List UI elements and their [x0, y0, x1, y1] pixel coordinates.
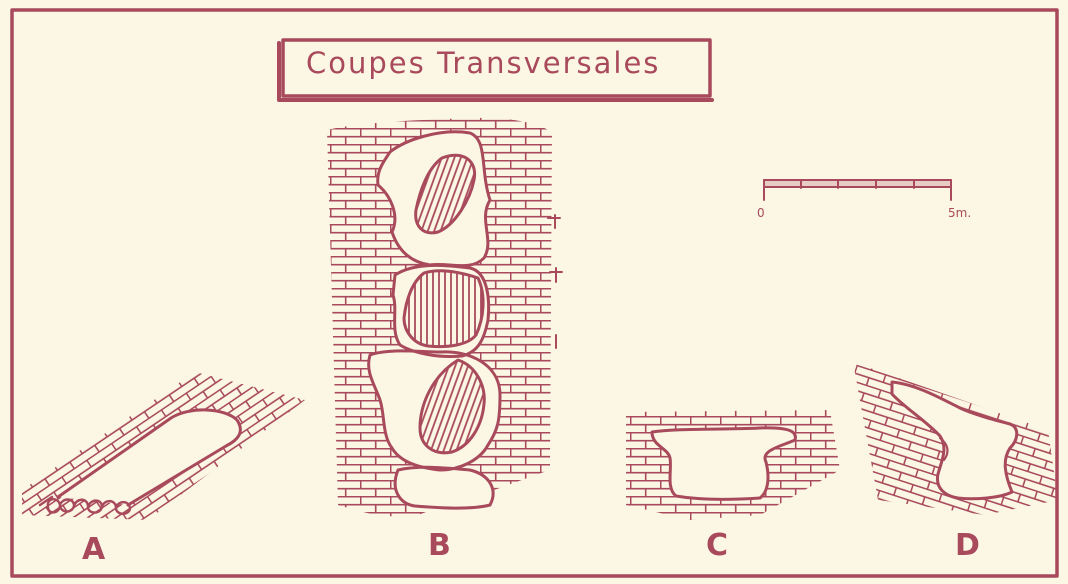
section-c-label: C: [706, 528, 729, 563]
section-d-drawing: [853, 362, 1058, 515]
section-a-label: A: [82, 532, 106, 567]
section-b-label: B: [428, 528, 451, 563]
diagram-title: Coupes Transversales: [306, 46, 661, 80]
section-a-drawing: [22, 372, 305, 520]
scale-bar: [763, 179, 952, 201]
scale-end-label: 5m.: [948, 206, 972, 220]
outer-frame: [10, 8, 1059, 578]
section-b-drawing: [327, 117, 563, 517]
section-d-label: D: [955, 528, 980, 563]
scale-start-label: 0: [757, 206, 765, 220]
section-c-drawing: [626, 410, 840, 520]
title-box: [277, 38, 714, 102]
